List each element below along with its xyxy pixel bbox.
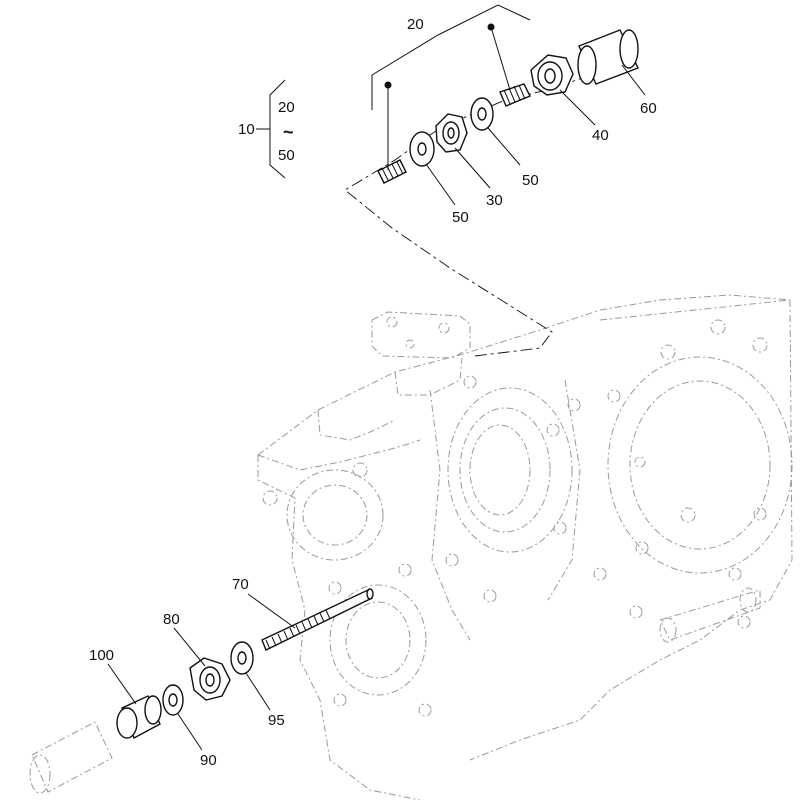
washer-part-95 bbox=[230, 641, 254, 675]
callout-group-start: 20 bbox=[278, 99, 295, 116]
callout-group-tilde: ~ bbox=[283, 122, 294, 142]
engine-housing-ghost bbox=[29, 294, 793, 801]
callout-50-right: 50 bbox=[522, 172, 539, 189]
leader-lines bbox=[107, 4, 646, 751]
callout-40: 40 bbox=[592, 127, 609, 144]
callout-95: 95 bbox=[268, 712, 285, 729]
callout-group-end: 50 bbox=[278, 147, 295, 164]
long-stud-part-70 bbox=[261, 588, 374, 651]
callout-assembly-10: 10 bbox=[238, 121, 255, 138]
sleeve-part-60 bbox=[577, 29, 639, 85]
washer-part-50-right bbox=[470, 97, 494, 131]
callout-20: 20 bbox=[407, 16, 424, 33]
callout-70: 70 bbox=[232, 576, 249, 593]
callout-50-left: 50 bbox=[452, 209, 469, 226]
stud-part-20-upper bbox=[499, 83, 531, 107]
callout-30: 30 bbox=[486, 192, 503, 209]
cap-nut-part-40 bbox=[530, 54, 574, 96]
callout-90: 90 bbox=[200, 752, 217, 769]
cap-part-100 bbox=[116, 695, 162, 739]
callout-100: 100 bbox=[89, 647, 114, 664]
stud-part-20-lower bbox=[377, 159, 407, 184]
hex-nut-part-30 bbox=[435, 113, 468, 153]
hex-nut-part-80 bbox=[189, 657, 231, 701]
callout-80: 80 bbox=[163, 611, 180, 628]
callout-60: 60 bbox=[640, 100, 657, 117]
washer-part-90 bbox=[162, 684, 184, 716]
washer-part-50-left bbox=[409, 131, 435, 167]
